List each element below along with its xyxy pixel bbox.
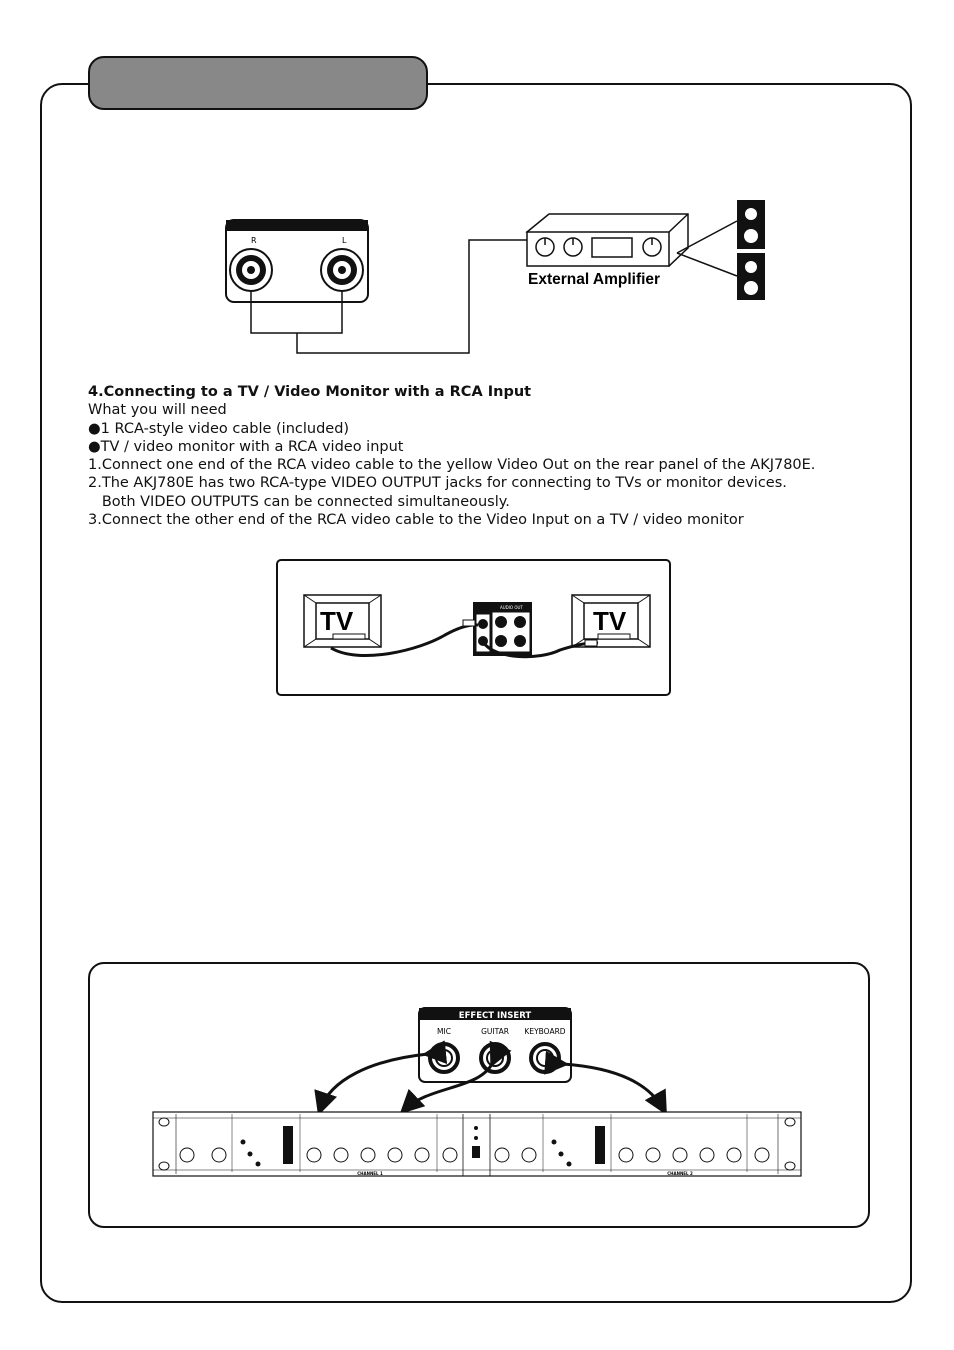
arrow-mic: [314, 1040, 448, 1116]
speaker-top: [737, 200, 765, 249]
step-3: 3.Connect the other end of the RCA video…: [88, 512, 744, 529]
tv-left: TV: [303, 594, 382, 648]
step-1: 1.Connect one end of the RCA video cable…: [88, 457, 816, 474]
jack-keyboard-label: KEYBOARD: [524, 1027, 565, 1036]
rca-jack-l: [320, 248, 364, 292]
channel-2-label: CHANNEL 2: [667, 1171, 693, 1176]
rack-unit: CHANNEL 1 CHANNEL 2: [152, 1111, 802, 1177]
step-2-cont: Both VIDEO OUTPUTS can be connected simu…: [88, 493, 510, 510]
speaker-bottom: [737, 253, 765, 300]
instructions: 4.Connecting to a TV / Video Monitor wit…: [88, 383, 888, 529]
external-amplifier: [525, 213, 689, 267]
amplifier-diagram: R L External Amplifier: [225, 200, 765, 354]
tv-right-label: TV: [593, 606, 627, 636]
amp-label: External Amplifier: [528, 271, 660, 288]
arrow-guitar: [399, 1040, 512, 1115]
section-tab: [88, 56, 428, 110]
rear-panel-jacks: AUDIO OUT: [473, 602, 532, 656]
jack-mic-label: MIC: [437, 1027, 451, 1036]
bullet-monitor: ●TV / video monitor with a RCA video inp…: [88, 438, 404, 455]
channel-r-label: R: [251, 236, 257, 245]
channel-l-label: L: [342, 236, 347, 245]
audio-out-label: AUDIO OUT: [500, 605, 523, 610]
step-2: 2.The AKJ780E has two RCA-type VIDEO OUT…: [88, 475, 787, 492]
effect-insert-title: EFFECT INSERT: [459, 1011, 532, 1021]
bullet-cable: ●1 RCA-style video cable (included): [88, 420, 350, 437]
tv-right: TV: [571, 594, 651, 648]
page-frame: [40, 83, 912, 1303]
need-line: What you will need: [88, 402, 227, 419]
tv-diagram: TV TV AUDIO OUT: [276, 559, 671, 696]
effect-insert-panel: EFFECT INSERT MIC GUITAR KEYBOARD: [418, 1007, 572, 1083]
jack-guitar-label: GUITAR: [481, 1027, 509, 1036]
effect-insert-diagram: EFFECT INSERT MIC GUITAR KEYBOARD: [152, 1007, 802, 1177]
tv-left-label: TV: [320, 606, 354, 636]
section-heading: 4.Connecting to a TV / Video Monitor wit…: [88, 384, 532, 400]
effect-insert-box: [88, 962, 870, 1228]
channel-1-label: CHANNEL 1: [357, 1171, 383, 1176]
arrow-keyboard: [544, 1050, 667, 1116]
